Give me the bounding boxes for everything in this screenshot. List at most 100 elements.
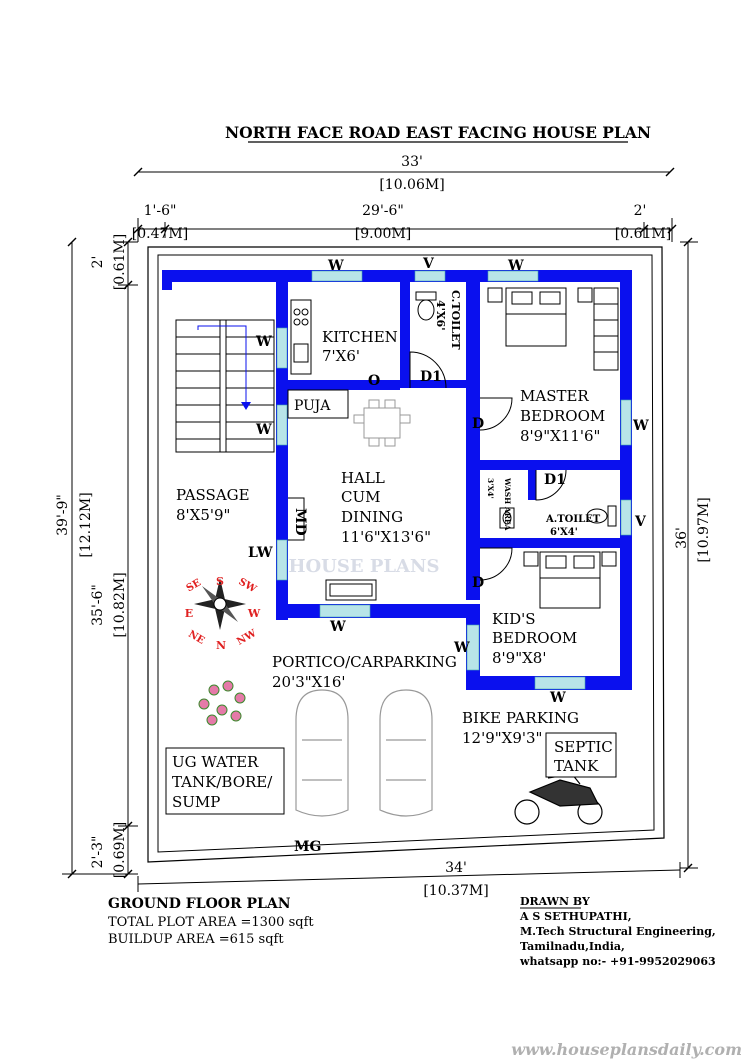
label-w-kids-bottom: W	[549, 690, 566, 706]
footer-plot-area: TOTAL PLOT AREA =1300 sqft	[108, 915, 314, 930]
label-kids-size: 8'9"X8'	[492, 649, 546, 667]
label-w-kitchen-top: W	[327, 258, 344, 274]
master-bed	[487, 287, 619, 371]
atoilet-wc	[586, 505, 617, 527]
label-septic-2: TANK	[554, 757, 599, 775]
footer-whatsapp: whatsapp no:- +91-9952029063	[519, 955, 716, 968]
label-ug-1: UG WATER	[172, 753, 259, 771]
dining-table	[353, 399, 411, 447]
dim-top-right: 2'	[634, 203, 647, 219]
ctoilet-wc	[415, 291, 437, 321]
plan-title: NORTH FACE ROAD EAST FACING HOUSE PLAN	[225, 123, 651, 142]
puja-box	[287, 389, 349, 419]
label-d-kids: D	[472, 575, 484, 591]
plant	[198, 680, 246, 726]
dim-left-total: 39'-9"	[55, 494, 71, 536]
label-v-ctoilet: V	[422, 256, 435, 272]
label-atoilet: A.TOILET	[545, 514, 601, 525]
plot-boundary-inner	[157, 254, 655, 853]
label-w-kitchen-side: W	[255, 334, 272, 350]
kids-bed	[523, 551, 617, 609]
label-bike-parking: BIKE PARKING	[462, 709, 579, 727]
label-hall-size: 11'6"X13'6"	[341, 528, 431, 546]
label-w-stair: W	[255, 422, 272, 438]
dim-right: 36'	[674, 527, 690, 549]
compass-w: W	[247, 607, 261, 620]
label-w-hall-bottom: W	[329, 619, 346, 635]
compass-e: E	[185, 607, 193, 620]
car-1	[295, 689, 349, 817]
compass-ne: NE	[186, 629, 206, 647]
label-w-master-side: W	[632, 418, 649, 434]
label-kitchen-size: 7'X6'	[322, 347, 360, 365]
label-atoilet-size: 6'X4'	[550, 527, 578, 538]
stair-arrow-icon	[241, 402, 251, 410]
label-lw: LW	[248, 545, 273, 561]
footer-place: Tamilnadu,India,	[520, 940, 625, 953]
label-wash-area: WASH AREA	[503, 477, 512, 531]
compass-rose	[194, 578, 246, 630]
wash-basin	[499, 507, 515, 529]
dim-bottom-m: [10.37M]	[423, 883, 488, 899]
label-ug-2: TANK/BORE/	[172, 773, 273, 791]
car-2	[379, 689, 433, 817]
label-wash-area-size: 3'X4'	[486, 478, 495, 499]
dim-top-left: 1'-6"	[144, 203, 177, 219]
label-bike-parking-size: 12'9"X9'3"	[462, 729, 542, 747]
label-septic-1: SEPTIC	[554, 738, 613, 756]
label-portico: PORTICO/CARPARKING	[272, 653, 457, 671]
label-passage: PASSAGE	[176, 486, 250, 504]
footer-website[interactable]: www.houseplansdaily.com	[511, 1040, 742, 1059]
label-w-kids-side: W	[453, 640, 470, 656]
label-master-size: 8'9"X11'6"	[520, 427, 600, 445]
dim-left-top: 2'	[90, 256, 106, 269]
door-swings	[288, 351, 567, 581]
compass-sw: SW	[237, 576, 259, 595]
label-hall-2: CUM	[341, 488, 380, 506]
label-d1-atoilet: D1	[544, 472, 566, 488]
dim-top-mid-m: [9.00M]	[355, 226, 411, 242]
left-dimension-lines	[62, 241, 138, 875]
label-master-1: MASTER	[520, 387, 589, 405]
bottom-dimension-line	[137, 862, 681, 892]
label-kids-2: BEDROOM	[492, 629, 577, 647]
top-dimension-ticks	[133, 167, 677, 234]
motorbike	[514, 773, 603, 825]
footer-degree: M.Tech Structural Engineering,	[520, 925, 716, 938]
footer-ground-floor: GROUND FLOOR PLAN	[108, 896, 291, 912]
label-portico-size: 20'3"X16'	[272, 673, 346, 691]
label-w-master-top: W	[507, 258, 524, 274]
top-dimension-lines	[137, 171, 673, 242]
label-o-kitchen: O	[368, 373, 380, 389]
dim-left-mid: 35'-6"	[90, 584, 106, 626]
dim-left-bottom: 2'-3"	[90, 836, 106, 869]
label-kitchen: KITCHEN	[322, 328, 398, 346]
left-dimension-ticks	[67, 237, 133, 879]
dim-left-total-m: [12.12M]	[78, 492, 94, 557]
label-passage-size: 8'X5'9"	[176, 506, 230, 524]
watermark: HOUSE PLANS	[289, 556, 440, 577]
dim-left-top-m: [0.61M]	[112, 234, 128, 290]
dim-bottom: 34'	[445, 860, 467, 876]
dim-top-mid: 29'-6"	[362, 203, 404, 219]
label-ctoilet-size: 4'X6'	[434, 300, 447, 331]
footer-name: A S SETHUPATHI,	[519, 910, 632, 923]
right-dimension-line	[680, 241, 698, 869]
footer-drawn-by: DRAWN BY	[520, 895, 590, 908]
compass-s: S	[216, 575, 224, 588]
compass-n: N	[216, 639, 226, 652]
label-kids-1: KID'S	[492, 610, 536, 628]
compass-nw: NW	[235, 628, 259, 648]
label-mg: MG	[294, 839, 321, 855]
dim-top-total-m: [10.06M]	[379, 177, 444, 193]
label-hall-3: DINING	[341, 508, 403, 526]
dim-right-m: [10.97M]	[696, 497, 712, 562]
ug-tank-box	[165, 747, 285, 815]
dim-top-total: 33'	[401, 154, 423, 170]
window-openings	[276, 270, 632, 690]
label-d-master: D	[472, 416, 484, 432]
staircase	[175, 319, 275, 453]
dim-left-mid-m: [10.82M]	[112, 572, 128, 637]
kitchen-counter	[290, 299, 312, 375]
